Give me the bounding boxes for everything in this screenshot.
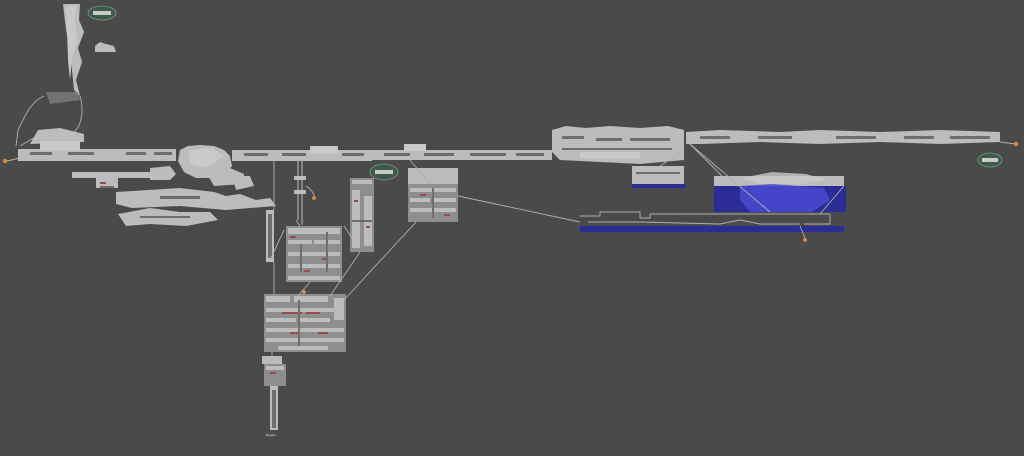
lower-industrial-complex[interactable] [264, 290, 346, 352]
flooded-corridor-room[interactable] [580, 211, 844, 242]
center-vertical-pipe[interactable] [294, 160, 316, 225]
main-corridor-east[interactable] [372, 144, 552, 160]
central-cave-dome-room[interactable] [178, 145, 232, 178]
upper-right-corridor[interactable] [686, 130, 1000, 144]
industrial-block-b[interactable] [408, 168, 458, 222]
industrial-block-a[interactable] [286, 226, 342, 282]
main-corridor-center[interactable] [232, 146, 372, 161]
bottom-vertical-shaft[interactable] [262, 356, 286, 430]
top-left-shaft-room[interactable] [63, 4, 84, 96]
room-connections [269, 159, 581, 356]
winding-cave-room[interactable] [15, 92, 84, 147]
flooded-room-left[interactable] [632, 166, 686, 188]
right-den-icon[interactable] [977, 152, 1003, 168]
main-corridor-west[interactable] [18, 141, 176, 161]
large-upper-right-room[interactable] [552, 126, 684, 164]
left-cave-rooms[interactable] [116, 166, 276, 226]
flooded-cavern-room[interactable] [714, 172, 846, 212]
left-branch-room[interactable] [72, 172, 152, 188]
left-edge-node[interactable] [2, 157, 21, 164]
top-left-den-icon[interactable] [87, 5, 117, 21]
bottom-room-label: Region [266, 433, 276, 437]
left-vertical-shaft[interactable] [266, 210, 274, 262]
center-den-icon[interactable] [369, 163, 399, 181]
flooded-connections [659, 139, 845, 215]
small-top-room[interactable] [95, 42, 116, 52]
tall-industrial-structure[interactable] [350, 178, 374, 252]
right-edge-node[interactable] [999, 141, 1019, 147]
